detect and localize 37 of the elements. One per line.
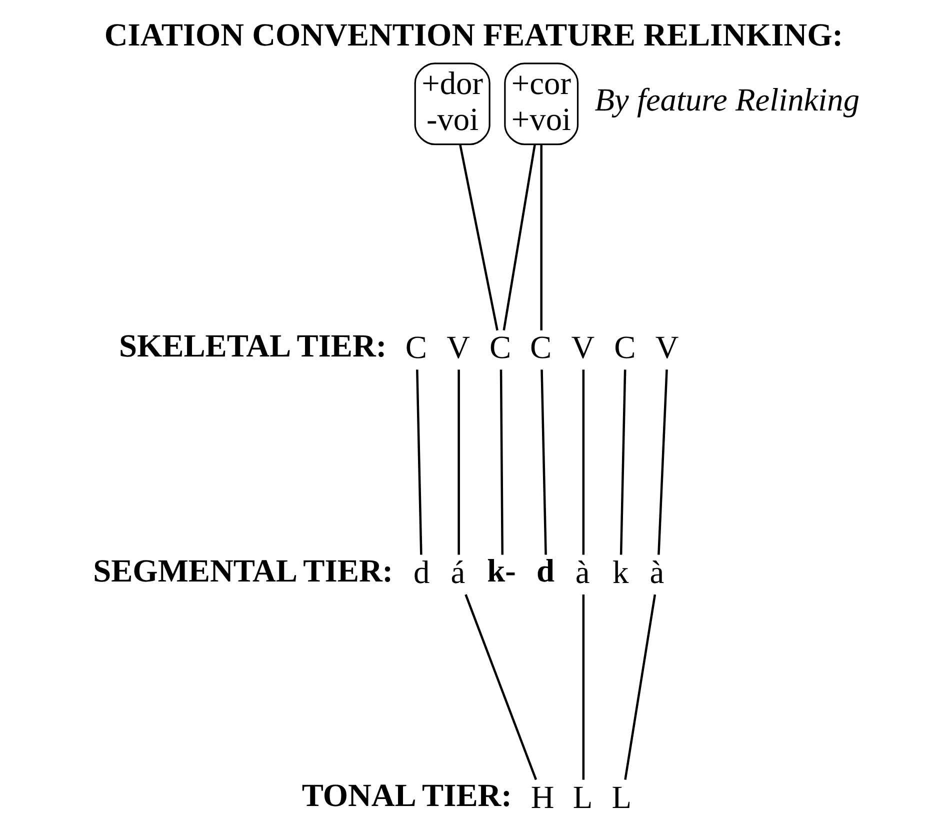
connector bbox=[502, 144, 536, 331]
node-text: d bbox=[413, 554, 430, 590]
node-text: C bbox=[489, 328, 511, 365]
node-text: á bbox=[450, 554, 465, 590]
connector bbox=[416, 370, 422, 555]
node-text: k- bbox=[486, 552, 516, 588]
node-text: V bbox=[570, 328, 594, 365]
node-text: C bbox=[614, 328, 636, 365]
connector bbox=[499, 370, 504, 555]
label: SKELETAL TIER: bbox=[118, 327, 386, 364]
connector bbox=[657, 370, 668, 555]
connector bbox=[582, 594, 584, 780]
node-text: V bbox=[446, 328, 470, 365]
connector bbox=[458, 144, 498, 331]
connector bbox=[540, 144, 542, 330]
diagram-title: CIATION CONVENTION FEATURE RELINKING: bbox=[104, 16, 843, 53]
label: SEGMENTAL TIER: bbox=[92, 552, 393, 588]
label: By feature Relinking bbox=[594, 81, 860, 118]
connector bbox=[619, 370, 626, 555]
connector bbox=[464, 594, 537, 780]
connector bbox=[457, 370, 460, 555]
node-box: +dor -voi bbox=[414, 62, 490, 146]
node-box: +cor +voi bbox=[504, 62, 578, 146]
node-text: d bbox=[536, 552, 554, 588]
node-text: à bbox=[649, 554, 664, 590]
connector bbox=[540, 370, 546, 555]
node-text: H bbox=[530, 778, 554, 815]
label: TONAL TIER: bbox=[301, 777, 512, 814]
node-text: V bbox=[654, 328, 678, 365]
node-text: k bbox=[612, 554, 628, 590]
node-text: L bbox=[572, 778, 592, 815]
node-text: C bbox=[530, 328, 552, 365]
node-text: L bbox=[611, 778, 632, 815]
node-text: C bbox=[404, 328, 427, 365]
node-text: à bbox=[574, 554, 590, 590]
connector bbox=[624, 594, 656, 780]
connector bbox=[582, 370, 584, 555]
